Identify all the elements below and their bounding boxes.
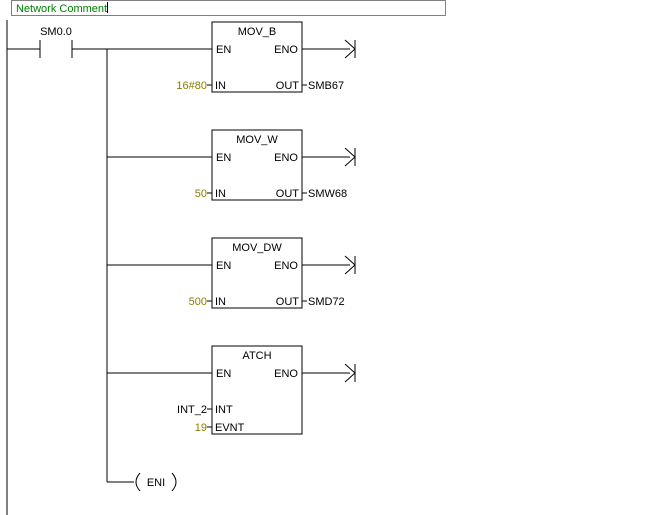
network-comment-field[interactable]: Network Comment (11, 0, 446, 16)
output-pin-label: OUT (276, 296, 300, 308)
en-pin-label: EN (216, 260, 231, 272)
box-title: MOV_DW (232, 242, 282, 254)
en-pin-label: EN (216, 368, 231, 380)
en-pin-label: EN (216, 152, 231, 164)
input-operand[interactable]: 19 (195, 422, 207, 434)
input-operand[interactable]: 16#80 (176, 80, 207, 92)
box-frame (211, 21, 303, 93)
eno-arrow-icon (344, 39, 356, 59)
box-title: ATCH (242, 350, 271, 362)
input-pin-label: IN (215, 188, 226, 200)
eno-pin-label: ENO (274, 260, 298, 272)
box-frame (211, 237, 303, 309)
eno-arrow-icon (344, 363, 356, 383)
en-pin-label: EN (216, 44, 231, 56)
input-operand[interactable]: INT_2 (177, 404, 207, 416)
output-operand[interactable]: SMD72 (308, 296, 345, 308)
eno-arrow-icon (344, 147, 356, 167)
input-operand[interactable]: 500 (189, 296, 207, 308)
input-pin-label: IN (215, 296, 226, 308)
input-pin-label: INT (215, 404, 233, 416)
contact-sm0-0[interactable]: SM0.0 (7, 26, 73, 58)
eno-arrow-icon (344, 255, 356, 275)
eno-pin-label: ENO (274, 368, 298, 380)
output-pin-label: OUT (276, 188, 300, 200)
input-pin-label: EVNT (215, 422, 245, 434)
input-operand[interactable]: 50 (195, 188, 207, 200)
output-operand[interactable]: SMB67 (308, 80, 344, 92)
box-frame (211, 129, 303, 201)
box-0[interactable]: MOV_B EN ENO IN 16#80 OUT SMB67 (107, 21, 356, 93)
eno-pin-label: ENO (274, 44, 298, 56)
box-frame (211, 345, 303, 435)
coil-right-arc (171, 472, 177, 492)
text-caret (107, 2, 109, 13)
box-1[interactable]: MOV_W EN ENO IN 50 OUT SMW68 (107, 129, 356, 201)
output-pin-label: OUT (276, 80, 300, 92)
input-pin-label: IN (215, 80, 226, 92)
network-comment-text: Network Comment (16, 2, 109, 15)
output-operand[interactable]: SMW68 (308, 188, 347, 200)
coil-left-arc (135, 472, 141, 492)
coil-eni[interactable]: ENI (107, 472, 177, 492)
box-title: MOV_B (238, 26, 277, 38)
coil-label: ENI (147, 477, 165, 489)
contact-address: SM0.0 (40, 26, 72, 38)
box-title: MOV_W (236, 134, 278, 146)
eno-pin-label: ENO (274, 152, 298, 164)
